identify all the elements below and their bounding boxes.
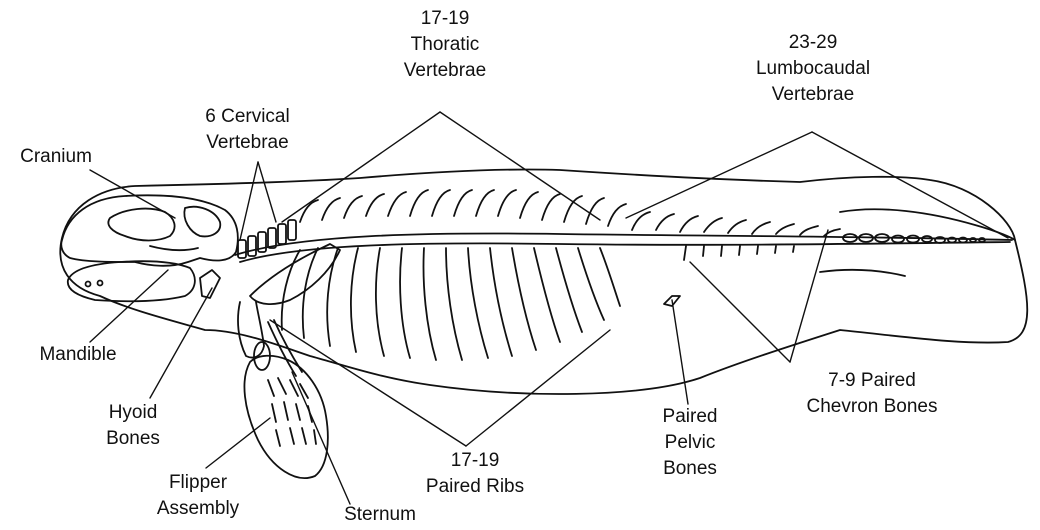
label-line: Sternum [330,502,430,528]
label-line: 6 Cervical [185,104,310,130]
body-outline [60,169,1027,394]
label-line: Assembly [148,496,248,522]
label-line: Pelvic [650,430,730,456]
label-line: 7-9 Paired [782,368,962,394]
label-paired-chevron-bones: 7-9 Paired Chevron Bones [782,368,962,420]
mandible-foramen [98,281,103,286]
label-line: Vertebrae [390,58,500,84]
scapula [250,244,340,304]
label-thoracic-vertebrae: 17-19 Thoratic Vertebrae [390,6,500,84]
label-paired-ribs: 17-19 Paired Ribs [415,448,535,500]
label-cervical-vertebrae: 6 Cervical Vertebrae [185,104,310,156]
lumbocaudal-spines [632,212,840,236]
label-line: Paired [650,404,730,430]
label-line: Bones [88,426,178,452]
label-hyoid-bones: Hyoid Bones [88,400,178,452]
mandible-foramen [86,282,91,287]
label-line: Hyoid [88,400,178,426]
label-cranium: Cranium [6,144,106,170]
label-line: Vertebrae [738,82,888,108]
cranium-detail [108,209,174,241]
flipper-outline [244,356,327,478]
cranium-suture [150,246,198,250]
label-line: Cranium [6,144,106,170]
cranium-outline [61,195,238,265]
label-line: Lumbocaudal [738,56,888,82]
label-line: Vertebrae [185,130,310,156]
label-paired-pelvic-bones: Paired Pelvic Bones [650,404,730,482]
label-line: 17-19 [390,6,500,32]
label-line: Thoratic [390,32,500,58]
label-line: Flipper [148,470,248,496]
chevron-bones [684,246,794,260]
label-line: 17-19 [415,448,535,474]
label-line: Mandible [28,342,128,368]
label-sternum: Sternum [330,502,430,528]
label-flipper-assembly: Flipper Assembly [148,470,248,522]
label-line: 23-29 [738,30,888,56]
label-mandible: Mandible [28,342,128,368]
tail-lower-line [820,270,905,276]
humerus [238,302,264,358]
cranium-orbit [184,207,220,237]
label-line: Bones [650,456,730,482]
hyoid-bones-shape [200,270,220,298]
label-line: Paired Ribs [415,474,535,500]
label-line: Chevron Bones [782,394,962,420]
thoracic-spines [300,190,626,226]
label-lumbocaudal-vertebrae: 23-29 Lumbocaudal Vertebrae [738,30,888,108]
